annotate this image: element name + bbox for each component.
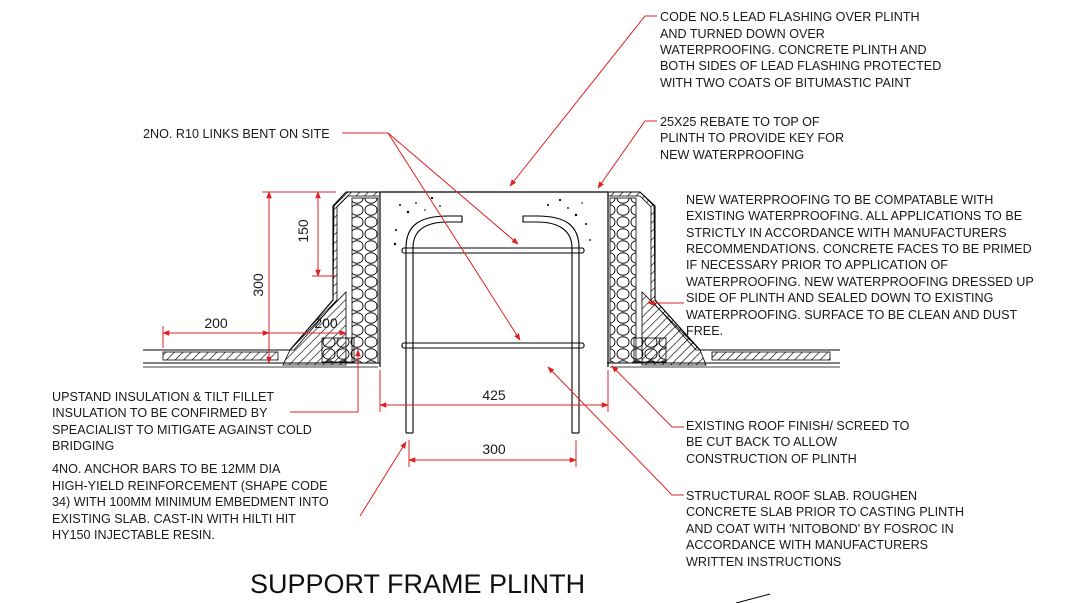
svg-text:2NO. R10 LINKS BENT ON SITE: 2NO. R10 LINKS BENT ON SITE (143, 127, 330, 141)
link-upper (401, 247, 585, 254)
note-insulation: UPSTAND INSULATION & TILT FILLET INSULAT… (52, 390, 312, 453)
drawing-title: SUPPORT FRAME PLINTH (250, 569, 585, 599)
leader-rebate (597, 120, 657, 189)
svg-text:EXISTING ROOF FINISH/ SCREED T: EXISTING ROOF FINISH/ SCREED TO (686, 419, 910, 433)
dim-label-200-right: 200 (314, 315, 338, 331)
fillet-insulation-left (321, 337, 355, 363)
leader-links-lower (387, 132, 521, 341)
svg-text:FREE.: FREE. (686, 324, 723, 338)
note-roof-finish: EXISTING ROOF FINISH/ SCREED TO BE CUT B… (686, 419, 910, 466)
svg-text:RECOMMENDATIONS. CONCRETE FACE: RECOMMENDATIONS. CONCRETE FACES TO BE PR… (686, 242, 1032, 256)
insulation-zones (321, 197, 667, 364)
svg-text:STRUCTURAL ROOF SLAB. ROUGHEN: STRUCTURAL ROOF SLAB. ROUGHEN (686, 489, 917, 503)
bar-hook-right (522, 215, 580, 249)
plinth-outline (379, 191, 609, 367)
svg-text:HIGH-YIELD REINFORCEMENT (SHAP: HIGH-YIELD REINFORCEMENT (SHAPE CODE (52, 479, 327, 493)
membrane-right (607, 191, 701, 351)
svg-text:WATERPROOFING. NEW WATERPROOFI: WATERPROOFING. NEW WATERPROOFING DRESSED… (686, 275, 1034, 289)
leader-insulation (290, 349, 361, 413)
svg-text:UPSTAND INSULATION & TILT FILL: UPSTAND INSULATION & TILT FILLET (52, 390, 274, 404)
svg-text:WATERPROOFING. CONCRETE PLINTH: WATERPROOFING. CONCRETE PLINTH AND (660, 43, 927, 57)
svg-text:SPEACIALIST TO MITIGATE AGAINS: SPEACIALIST TO MITIGATE AGAINST COLD (52, 423, 312, 437)
svg-text:BOTH SIDES OF LEAD FLASHING PR: BOTH SIDES OF LEAD FLASHING PROTECTED (660, 59, 941, 73)
svg-text:SIDE OF PLINTH AND SEALED DOWN: SIDE OF PLINTH AND SEALED DOWN TO EXISTI… (686, 291, 993, 305)
dim-label-150-vertical: 150 (295, 219, 311, 243)
svg-text:WRITTEN INSTRUCTIONS: WRITTEN INSTRUCTIONS (686, 555, 841, 569)
link-lower (401, 342, 585, 349)
svg-text:IF NECESSARY PRIOR TO APPLICAT: IF NECESSARY PRIOR TO APPLICATION OF (686, 258, 948, 272)
note-rebate: 25X25 REBATE TO TOP OF PLINTH TO PROVIDE… (660, 115, 844, 162)
svg-text:STRICTLY IN ACCORDANCE WITH MA: STRICTLY IN ACCORDANCE WITH MANUFACTURER… (686, 226, 1007, 240)
title-corner-mark (735, 593, 771, 603)
leader-anchor-bars (359, 441, 407, 517)
leader-roof-slab (547, 366, 684, 496)
bar-hook-left (405, 215, 463, 249)
svg-text:CODE NO.5 LEAD FLASHING OVER P: CODE NO.5 LEAD FLASHING OVER PLINTH (660, 10, 920, 24)
note-waterproofing: NEW WATERPROOFING TO BE COMPATABLE WITH … (686, 193, 1034, 338)
svg-text:4NO. ANCHOR BARS TO BE 12MM DI: 4NO. ANCHOR BARS TO BE 12MM DIA (52, 462, 281, 476)
screed-left (162, 351, 279, 361)
svg-text:EXISTING SLAB. CAST-IN WITH HI: EXISTING SLAB. CAST-IN WITH HILTI HIT (52, 512, 296, 526)
screed-right (711, 351, 831, 361)
svg-text:AND TURNED DOWN OVER: AND TURNED DOWN OVER (660, 27, 825, 41)
dim-label-300-vertical: 300 (250, 273, 266, 297)
svg-text:HY150 INJECTABLE RESIN.: HY150 INJECTABLE RESIN. (52, 528, 215, 542)
svg-text:25X25 REBATE TO TOP OF: 25X25 REBATE TO TOP OF (660, 115, 820, 129)
structure-linework (143, 191, 840, 434)
dim-label-300-horizontal: 300 (482, 441, 506, 457)
svg-text:AND COAT WITH 'NITOBOND' BY FO: AND COAT WITH 'NITOBOND' BY FOSROC IN (686, 522, 954, 536)
svg-text:CONSTRUCTION OF PLINTH: CONSTRUCTION OF PLINTH (686, 452, 857, 466)
dim-label-200-left: 200 (204, 315, 228, 331)
note-anchor-bars: 4NO. ANCHOR BARS TO BE 12MM DIA HIGH-YIE… (52, 462, 329, 542)
upstand-insulation-right (609, 197, 637, 364)
dimension-lines (162, 191, 609, 467)
svg-text:PLINTH TO PROVIDE KEY FOR: PLINTH TO PROVIDE KEY FOR (660, 131, 844, 145)
svg-text:INSULATION TO BE CONFIRMED BY: INSULATION TO BE CONFIRMED BY (52, 406, 268, 420)
note-roof-slab: STRUCTURAL ROOF SLAB. ROUGHEN CONCRETE S… (686, 489, 964, 569)
note-links: 2NO. R10 LINKS BENT ON SITE (143, 127, 330, 141)
svg-text:WITH TWO COATS OF BITUMASTIC P: WITH TWO COATS OF BITUMASTIC PAINT (660, 76, 911, 90)
leader-lead-flashing (509, 15, 657, 187)
svg-text:EXISTING WATERPROOFING. ALL AP: EXISTING WATERPROOFING. ALL APPLICATIONS… (686, 209, 1022, 223)
svg-text:BRIDGING: BRIDGING (52, 439, 114, 453)
svg-text:NEW WATERPROOFING: NEW WATERPROOFING (660, 148, 804, 162)
leader-roof-finish (611, 365, 684, 428)
concrete-speckle (393, 196, 591, 246)
note-lead-flashing: CODE NO.5 LEAD FLASHING OVER PLINTH AND … (660, 10, 941, 90)
leader-lines (290, 15, 684, 517)
dim-label-425: 425 (482, 387, 506, 403)
svg-text:BE CUT BACK TO ALLOW: BE CUT BACK TO ALLOW (686, 435, 837, 449)
svg-text:NEW WATERPROOFING TO BE COMPAT: NEW WATERPROOFING TO BE COMPATABLE WITH (686, 193, 993, 207)
upstand-insulation-left (351, 197, 379, 364)
svg-text:WATERPROOFING. SURFACE TO BE C: WATERPROOFING. SURFACE TO BE CLEAN AND D… (686, 308, 1018, 322)
svg-text:34) WITH 100MM MINIMUM EMBEDME: 34) WITH 100MM MINIMUM EMBEDMENT INTO (52, 495, 329, 509)
svg-text:CONCRETE SLAB PRIOR TO CASTING: CONCRETE SLAB PRIOR TO CASTING PLINTH (686, 505, 964, 519)
fillet-insulation-right (633, 337, 667, 363)
svg-text:ACCORDANCE WITH MANUFACTURERS: ACCORDANCE WITH MANUFACTURERS (686, 538, 928, 552)
